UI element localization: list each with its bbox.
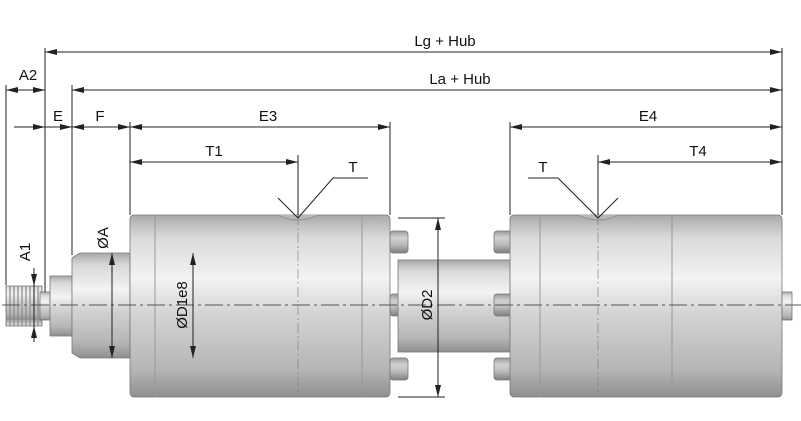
dim-phi-d2: ØD2 <box>419 218 441 397</box>
end-stub <box>781 291 793 321</box>
right-housing <box>509 214 783 398</box>
dim-t1: T1 <box>130 143 298 165</box>
label-phi-a: ØA <box>95 227 112 249</box>
screw-head <box>389 230 409 254</box>
dim-e-f-e3: E F E3 <box>14 108 390 130</box>
dim-lg-hub: Lg + Hub <box>45 33 782 55</box>
label-e3: E3 <box>259 108 277 125</box>
dim-t4: T4 <box>598 143 782 165</box>
dim-a1: A1 <box>17 243 37 342</box>
label-a2: A2 <box>19 67 37 84</box>
cylinder-body <box>5 214 793 398</box>
label-a1: A1 <box>17 243 34 261</box>
label-f: F <box>95 108 104 125</box>
left-housing <box>129 214 391 398</box>
front-cap <box>71 252 131 359</box>
dim-a2: A2 <box>6 67 45 93</box>
dim-e4: E4 <box>510 108 782 130</box>
threaded-rod-end <box>5 285 43 327</box>
middle-tube <box>397 259 511 353</box>
label-t-left: T <box>348 159 357 176</box>
label-phi-d1e8: ØD1e8 <box>174 281 191 329</box>
label-e4: E4 <box>639 108 657 125</box>
label-t1: T1 <box>205 143 223 160</box>
dim-la-hub: La + Hub <box>72 71 782 93</box>
label-phi-d2: ØD2 <box>419 290 436 321</box>
dim-phi-d1e8: ØD1e8 <box>174 253 196 358</box>
screw-head <box>493 357 513 381</box>
label-t-right: T <box>538 159 547 176</box>
screw-head <box>493 230 513 254</box>
leader-t-left: T <box>277 159 368 219</box>
screw-head <box>389 357 409 381</box>
label-lg-hub: Lg + Hub <box>414 33 475 50</box>
piston-rod <box>49 275 73 337</box>
dim-phi-a: ØA <box>95 227 115 358</box>
dimension-lines <box>5 48 783 398</box>
leader-t-right: T <box>528 159 619 219</box>
label-t4: T4 <box>689 143 707 160</box>
rod-neck <box>39 291 51 321</box>
label-e: E <box>53 108 63 125</box>
label-la-hub: La + Hub <box>429 71 490 88</box>
